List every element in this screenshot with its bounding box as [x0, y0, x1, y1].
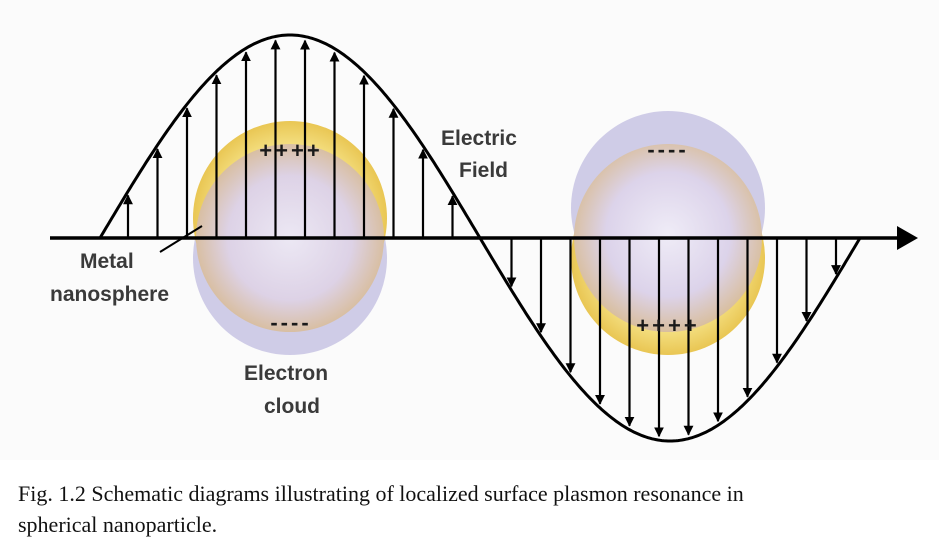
electric-field-label-line2: Field: [459, 159, 508, 182]
metal-label-line2: nanosphere: [50, 283, 169, 306]
metal-label-line1: Metal: [80, 250, 134, 273]
caption-line-2: spherical nanoparticle.: [18, 512, 218, 537]
caption-line-1: Fig. 1.2 Schematic diagrams illustrating…: [18, 481, 744, 506]
minus-charges-left: ----: [270, 310, 311, 335]
plasmon-diagram: ++++ ---- ---- ++++ Electric Field Metal…: [50, 33, 918, 443]
propagation-axis: [50, 226, 918, 250]
electric-field-label-line1: Electric: [441, 127, 517, 150]
figure-caption: Fig. 1.2 Schematic diagrams illustrating…: [18, 478, 918, 540]
plus-charges-right: ++++: [636, 313, 699, 338]
minus-charges-right: ----: [647, 137, 688, 162]
figure: ++++ ---- ---- ++++ Electric Field Metal…: [50, 33, 918, 443]
field-arrows: [123, 39, 841, 438]
metal-leader-line: [159, 225, 203, 253]
electron-cloud-label-line1: Electron: [244, 362, 328, 385]
electron-cloud-label-line2: cloud: [264, 395, 320, 418]
nanoparticle-left: [193, 121, 387, 355]
plus-charges-left: ++++: [259, 138, 322, 163]
